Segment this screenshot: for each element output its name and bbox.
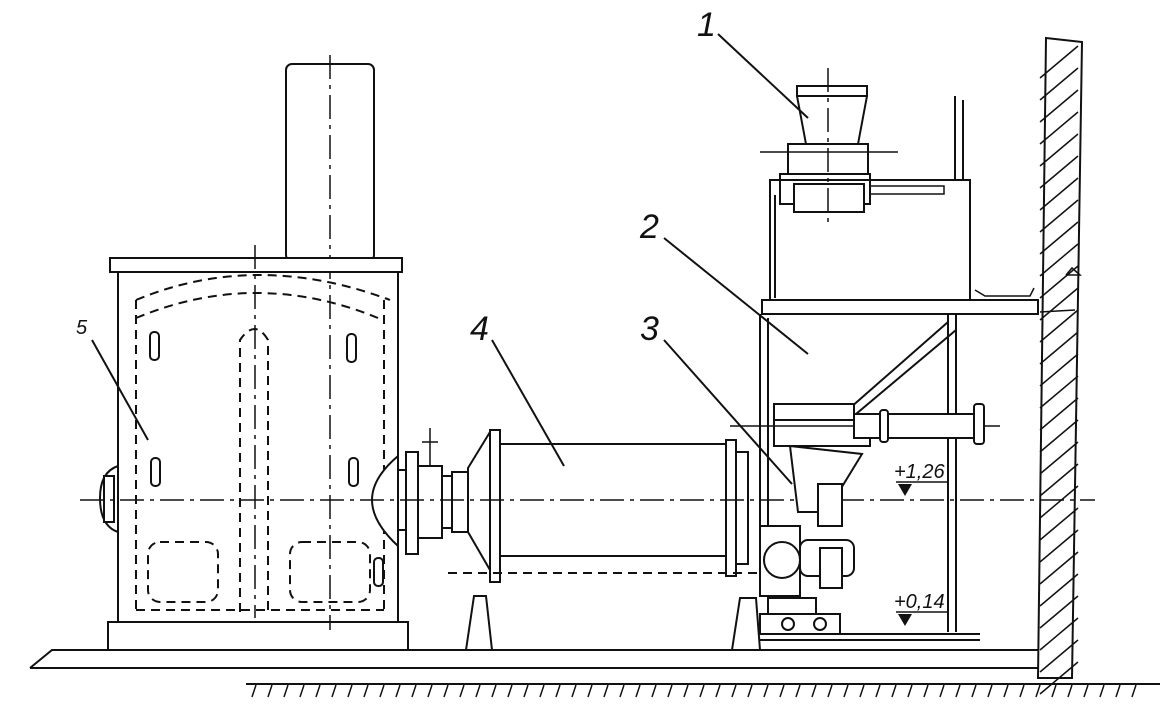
rotary-drum-4 bbox=[397, 428, 762, 651]
label-2: 2 bbox=[639, 208, 659, 246]
floor bbox=[29, 649, 1160, 685]
level-mark-lower bbox=[896, 611, 948, 626]
feed-hopper-1 bbox=[760, 68, 898, 228]
support-frame-2 bbox=[730, 96, 1039, 632]
level-mark-upper bbox=[896, 481, 948, 496]
label-1: 1 bbox=[697, 6, 716, 44]
leader-lines bbox=[91, 33, 809, 485]
ground-hatching bbox=[251, 684, 1137, 698]
label-4: 4 bbox=[470, 310, 489, 348]
furnace-5 bbox=[98, 55, 409, 651]
label-5: 5 bbox=[76, 317, 88, 339]
label-3: 3 bbox=[640, 310, 659, 348]
level-upper-text: +1,26 bbox=[894, 461, 945, 483]
building-wall bbox=[1036, 36, 1084, 695]
level-lower-text: +0,14 bbox=[894, 591, 945, 613]
feed-chute-3 bbox=[759, 444, 980, 641]
